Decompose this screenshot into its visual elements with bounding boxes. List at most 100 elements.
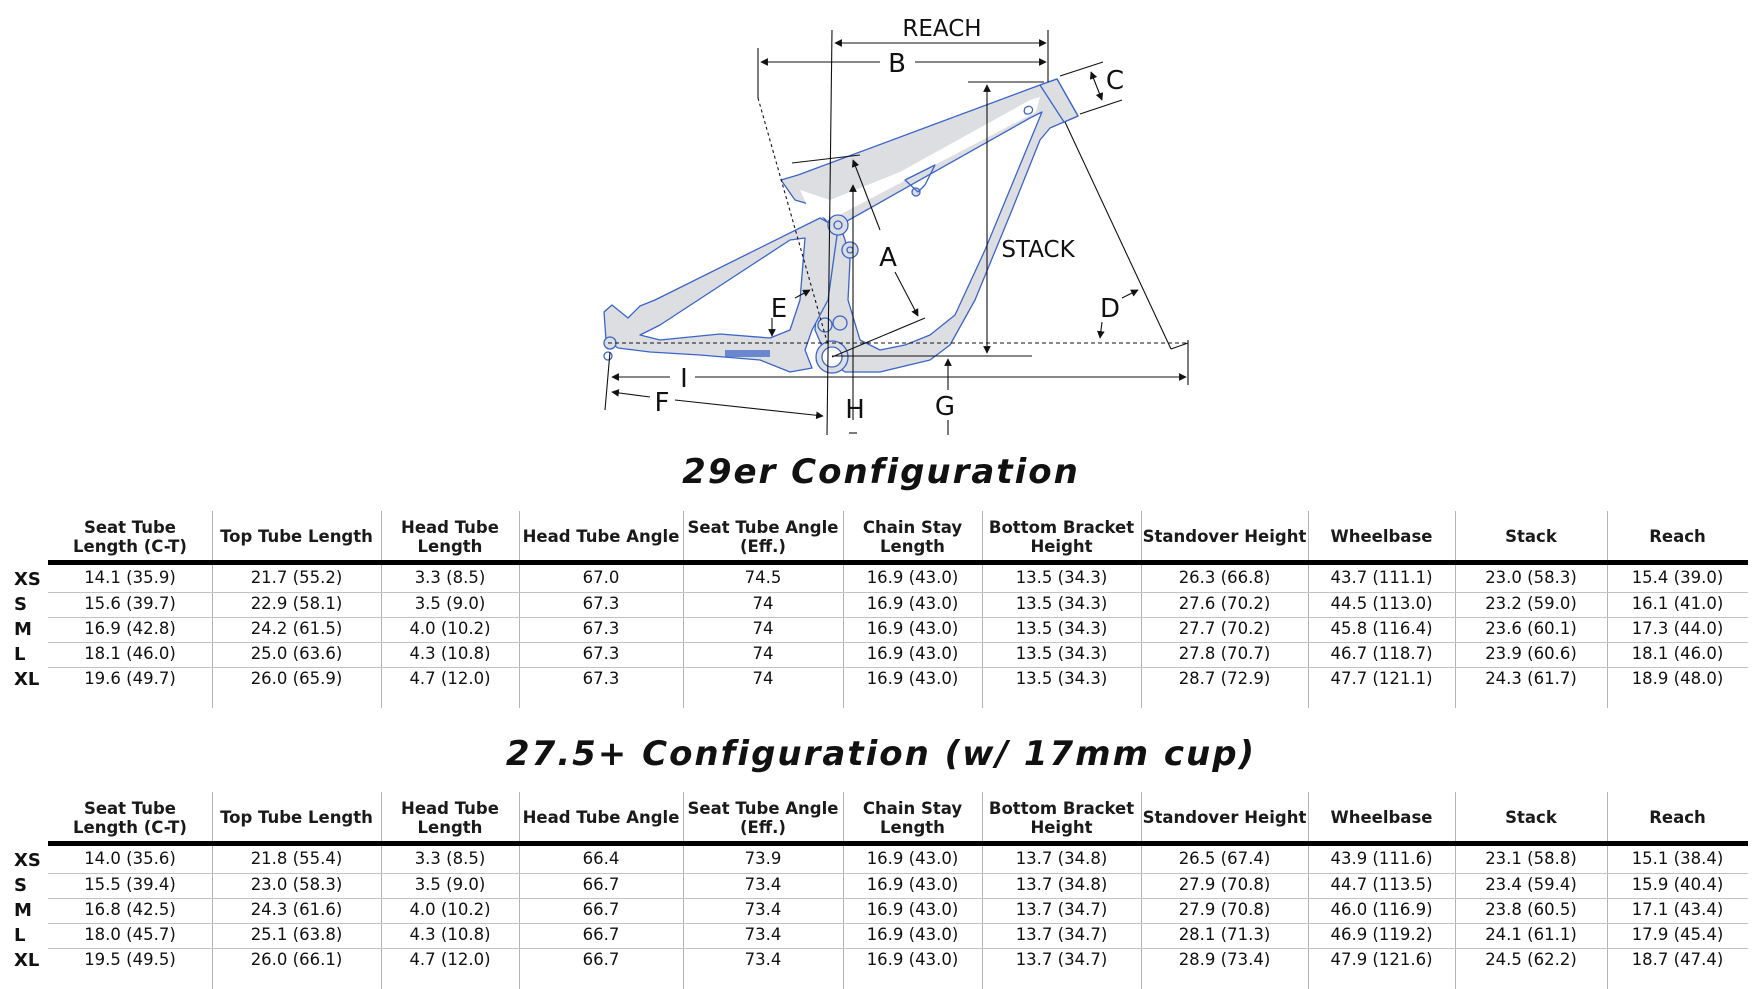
table-cell: 43.7 (111.1) — [1330, 568, 1433, 587]
column-header-label: Head Tube Length — [401, 517, 499, 556]
column-header: Head Tube Angle — [519, 792, 683, 843]
row-divider — [48, 873, 1748, 874]
row-divider — [48, 948, 1748, 949]
column-header: Seat Tube Length (C-T) — [48, 792, 212, 843]
size-label: M — [14, 900, 32, 921]
column-divider — [381, 511, 382, 708]
column-divider — [843, 792, 844, 989]
row-divider — [48, 642, 1748, 643]
table-cell: 16.9 (43.0) — [866, 849, 959, 868]
column-divider — [843, 511, 844, 708]
column-header-label: Wheelbase — [1330, 808, 1433, 827]
table-cell: 27.8 (70.7) — [1178, 644, 1271, 663]
column-header: Bottom Bracket Height — [982, 511, 1141, 562]
size-label: S — [14, 875, 27, 896]
column-header: Standover Height — [1141, 511, 1308, 562]
table-cell: 66.7 — [582, 875, 620, 894]
table-cell: 73.4 — [744, 950, 782, 969]
table-cell: 13.7 (34.7) — [1015, 925, 1108, 944]
column-header: Bottom Bracket Height — [982, 792, 1141, 843]
column-divider — [982, 511, 983, 708]
table-cell: 16.9 (43.0) — [866, 875, 959, 894]
column-header-label: Reach — [1649, 527, 1706, 546]
table-cell: 23.0 (58.3) — [1485, 568, 1577, 587]
column-divider — [683, 511, 684, 708]
column-header-label: Bottom Bracket Height — [988, 517, 1135, 556]
table-title-29er: 29er Configuration — [682, 452, 1080, 492]
table-cell: 28.1 (71.3) — [1178, 925, 1271, 944]
table-cell: 16.9 (43.0) — [866, 644, 959, 663]
table-cell: 46.7 (118.7) — [1330, 644, 1433, 663]
table-cell: 28.7 (72.9) — [1178, 669, 1271, 688]
table-cell: 25.1 (63.8) — [250, 925, 343, 944]
table-cell: 15.5 (39.4) — [84, 875, 176, 894]
row-divider — [48, 592, 1748, 593]
table-cell: 21.8 (55.4) — [250, 849, 343, 868]
table-cell: 16.9 (43.0) — [866, 568, 959, 587]
table-cell: 46.9 (119.2) — [1330, 925, 1433, 944]
table-cell: 3.5 (9.0) — [414, 875, 486, 894]
table-cell: 21.7 (55.2) — [250, 568, 343, 587]
table-cell: 27.6 (70.2) — [1178, 594, 1271, 613]
table-cell: 24.1 (61.1) — [1485, 925, 1577, 944]
header-rule — [48, 841, 1748, 846]
column-header-label: Standover Height — [1142, 527, 1307, 546]
table-cell: 67.3 — [582, 644, 620, 663]
table-cell: 23.8 (60.5) — [1485, 900, 1577, 919]
column-header-label: Head Tube Length — [401, 798, 499, 837]
table-cell: 13.5 (34.3) — [1015, 568, 1108, 587]
table-cell: 74 — [752, 619, 774, 638]
bike-frame-illustration — [603, 78, 1079, 374]
table-cell: 18.0 (45.7) — [84, 925, 176, 944]
reach-label: REACH — [902, 16, 981, 42]
column-header: Head Tube Angle — [519, 511, 683, 562]
dimension-g-label: G — [935, 392, 955, 422]
dimension-b-label: B — [888, 49, 906, 79]
column-header-label: Bottom Bracket Height — [988, 798, 1135, 837]
table-cell: 16.1 (41.0) — [1631, 594, 1724, 613]
column-divider — [1308, 511, 1309, 708]
dimension-c-label: C — [1106, 66, 1124, 96]
row-divider — [48, 617, 1748, 618]
column-divider — [519, 792, 520, 989]
table-cell: 23.1 (58.8) — [1485, 849, 1577, 868]
column-header: Stack — [1455, 792, 1607, 843]
table-cell: 15.9 (40.4) — [1631, 875, 1724, 894]
column-divider — [683, 792, 684, 989]
column-divider — [519, 511, 520, 708]
size-label: L — [14, 925, 26, 946]
table-cell: 4.3 (10.8) — [409, 644, 491, 663]
table-cell: 23.4 (59.4) — [1485, 875, 1577, 894]
column-header: Head Tube Length — [381, 792, 519, 843]
table-cell: 67.3 — [582, 669, 620, 688]
column-header: Reach — [1607, 511, 1748, 562]
dimension-lines — [604, 29, 1189, 436]
table-cell: 16.9 (43.0) — [866, 669, 959, 688]
column-header-label: Seat Tube Angle (Eff.) — [687, 798, 839, 837]
table-cell: 13.5 (34.3) — [1015, 619, 1108, 638]
table-cell: 16.9 (43.0) — [866, 594, 959, 613]
column-header-label: Chain Stay Length — [862, 517, 963, 556]
column-header: Chain Stay Length — [843, 511, 982, 562]
table-cell: 26.3 (66.8) — [1178, 568, 1271, 587]
table-cell: 4.7 (12.0) — [409, 669, 491, 688]
table-cell: 67.3 — [582, 619, 620, 638]
row-divider — [48, 923, 1748, 924]
table-cell: 17.3 (44.0) — [1631, 619, 1724, 638]
column-divider — [1455, 511, 1456, 708]
column-header: Seat Tube Angle (Eff.) — [683, 792, 843, 843]
table-cell: 3.3 (8.5) — [414, 849, 486, 868]
table-cell: 23.9 (60.6) — [1485, 644, 1577, 663]
row-divider — [48, 898, 1748, 899]
column-divider — [982, 792, 983, 989]
column-header-label: Seat Tube Length (C-T) — [73, 798, 187, 837]
stack-label: STACK — [1001, 237, 1075, 263]
table-cell: 74 — [752, 644, 774, 663]
table-cell: 25.0 (63.6) — [250, 644, 343, 663]
table-cell: 46.0 (116.9) — [1330, 900, 1433, 919]
